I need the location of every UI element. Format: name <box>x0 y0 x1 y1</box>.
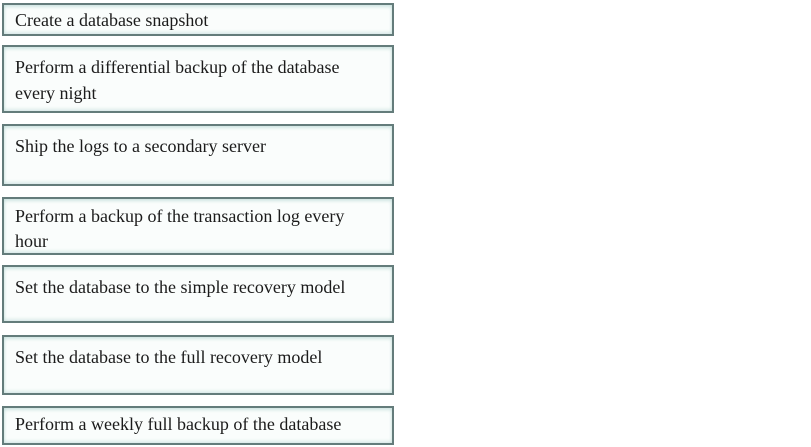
drag-option-label: Perform a weekly full backup of the data… <box>15 414 342 434</box>
drag-option-transaction-log-backup[interactable]: Perform a backup of the transaction log … <box>2 197 394 255</box>
drag-option-label: Set the database to the simple recovery … <box>15 277 346 297</box>
answer-options-list: Create a database snapshot Perform a dif… <box>0 0 400 447</box>
drag-option-ship-logs[interactable]: Ship the logs to a secondary server <box>2 124 394 186</box>
drag-option-differential-backup[interactable]: Perform a differential backup of the dat… <box>2 45 394 113</box>
drag-option-create-snapshot[interactable]: Create a database snapshot <box>2 3 394 36</box>
drag-option-full-recovery-model[interactable]: Set the database to the full recovery mo… <box>2 335 394 395</box>
drag-option-label: Create a database snapshot <box>15 10 209 30</box>
drag-option-weekly-full-backup[interactable]: Perform a weekly full backup of the data… <box>2 406 394 445</box>
drag-option-label: Perform a differential backup of the dat… <box>15 57 340 103</box>
drag-option-simple-recovery-model[interactable]: Set the database to the simple recovery … <box>2 265 394 323</box>
drag-option-label: Ship the logs to a secondary server <box>15 136 266 156</box>
drag-option-label: Perform a backup of the transaction log … <box>15 206 345 251</box>
drag-option-label: Set the database to the full recovery mo… <box>15 347 323 367</box>
